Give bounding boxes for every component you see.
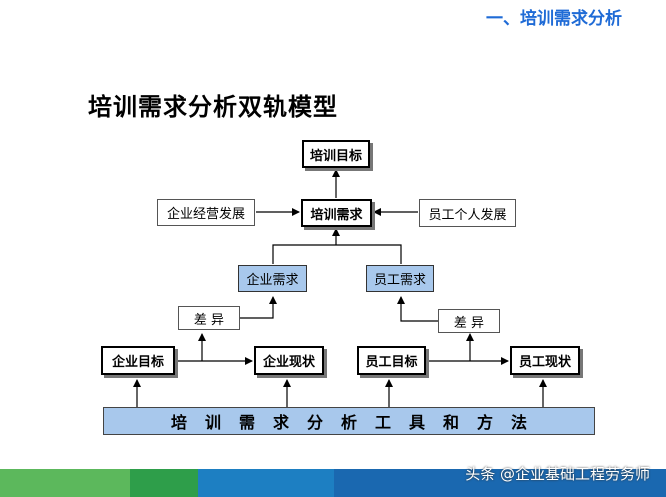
- training-needs-box: 培训需求: [301, 199, 372, 227]
- tools-methods-bar: 培训需求分析工具和方法: [103, 407, 595, 435]
- enterprise-needs-box: 企业需求: [238, 265, 307, 292]
- watermark: 头条 @企业基础工程劳务师: [465, 465, 650, 483]
- page-title: 培训需求分析双轨模型: [88, 93, 338, 121]
- enterprise-goal-box: 企业目标: [101, 346, 175, 375]
- footer-segment-3: [198, 469, 334, 497]
- employee-goal-box: 员工目标: [357, 346, 426, 375]
- footer-band: [0, 469, 666, 497]
- employee-needs-box: 员工需求: [366, 265, 434, 292]
- footer-segment-1: [0, 469, 130, 497]
- footer-segment-2: [130, 469, 198, 497]
- enterprise-status-box: 企业现状: [254, 346, 324, 375]
- training-goal-box: 培训目标: [302, 140, 370, 168]
- employee-status-box: 员工现状: [510, 346, 580, 375]
- footer-segment-4: [334, 469, 666, 497]
- gap-right-box: 差 异: [438, 309, 500, 333]
- org-development-box: 企业经营发展: [157, 199, 255, 226]
- section-title: 一、培训需求分析: [486, 9, 622, 29]
- employee-development-box: 员工个人发展: [419, 199, 516, 227]
- gap-left-box: 差 异: [178, 306, 240, 330]
